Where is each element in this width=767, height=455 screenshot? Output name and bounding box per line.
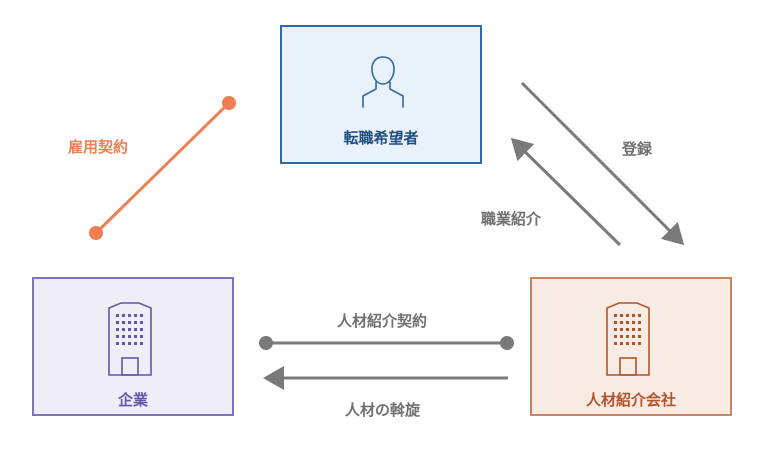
building-icon (606, 302, 650, 376)
agency-node: 人材紹介会社 (530, 277, 732, 416)
agency-label: 人材紹介会社 (585, 391, 676, 409)
job-referral-label: 職業紹介 (481, 210, 542, 228)
building-icon (108, 302, 152, 376)
placement-contract-right-dot (500, 336, 514, 350)
mediation-label: 人材の斡旋 (345, 401, 421, 419)
placement-contract-label: 人材紹介契約 (337, 312, 428, 330)
employment-contract-start-dot (89, 226, 103, 240)
building-windows (614, 314, 641, 345)
registration-label: 登録 (622, 140, 653, 158)
employment-contract-label: 雇用契約 (68, 138, 129, 156)
placement-contract-left-dot (259, 336, 273, 350)
person-icon (362, 56, 404, 108)
employment-contract-connector (89, 96, 236, 240)
job-seeker-label: 転職希望者 (343, 129, 419, 147)
company-label: 企業 (117, 391, 148, 409)
placement-contract-connector (259, 336, 514, 350)
company-node: 企業 (32, 277, 234, 416)
job-referral-arrow (510, 137, 622, 247)
building-windows (116, 314, 143, 345)
job-seeker-node: 転職希望者 (280, 25, 482, 164)
employment-contract-end-dot (222, 96, 236, 110)
registration-arrow (520, 81, 685, 246)
